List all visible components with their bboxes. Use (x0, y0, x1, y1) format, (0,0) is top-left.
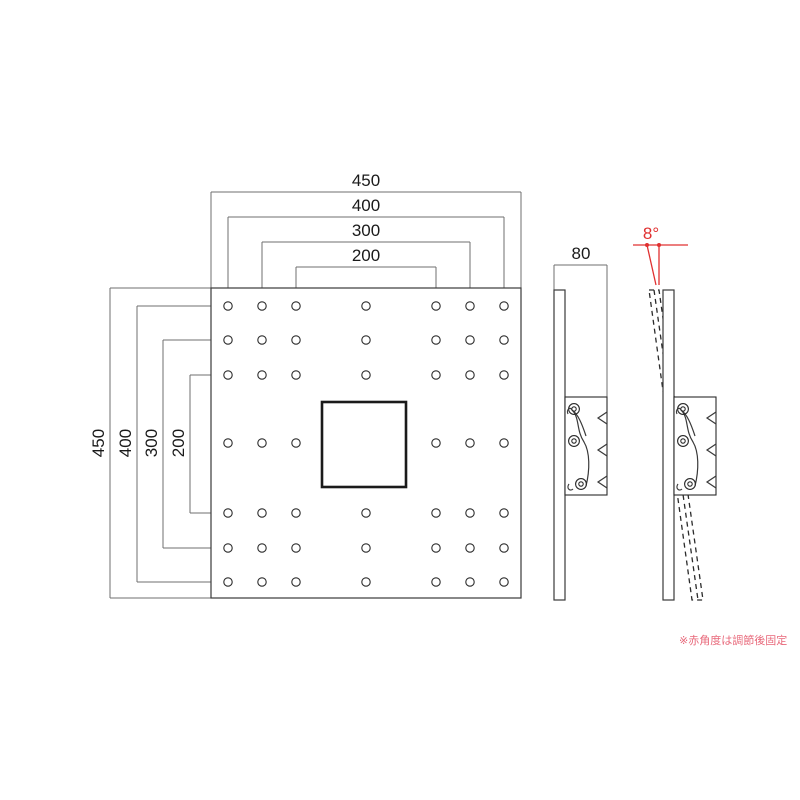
front-view: 450 400 300 200 (89, 171, 522, 599)
center-square-cutout (320, 400, 408, 489)
mounting-hole (465, 370, 475, 380)
mounting-hole (431, 508, 441, 518)
mounting-hole (431, 438, 441, 448)
tilt-bracket-assembly (673, 396, 717, 496)
dimension-300-vertical: 300 (142, 339, 228, 549)
mounting-hole (499, 438, 509, 448)
mounting-hole (431, 301, 441, 311)
mounting-hole (499, 577, 509, 587)
side-plate-bar (553, 289, 566, 601)
mounting-hole (291, 335, 301, 345)
mounting-hole (291, 438, 301, 448)
mounting-hole (257, 335, 267, 345)
mounting-hole (361, 543, 371, 553)
mounting-hole (499, 335, 509, 345)
mounting-hole (431, 335, 441, 345)
dimension-450-horizontal: 450 (210, 171, 522, 290)
dimension-450-horizontal-label: 450 (352, 171, 380, 190)
mounting-hole (361, 577, 371, 587)
mounting-hole (465, 543, 475, 553)
tilt-bracket-bolt-bottom (684, 478, 696, 490)
hole-grid (223, 301, 509, 587)
mounting-hole (291, 370, 301, 380)
mounting-hole (257, 301, 267, 311)
tilt-plate-bar (662, 289, 675, 601)
angle-8deg-label: 8° (643, 224, 659, 243)
bracket-bolt-bottom (575, 478, 587, 490)
dimension-450-vertical: 450 (89, 287, 211, 599)
mounting-hole (257, 508, 267, 518)
mounting-hole (499, 543, 509, 553)
mounting-hole (291, 508, 301, 518)
mounting-hole (361, 508, 371, 518)
dimension-80-label: 80 (572, 244, 591, 263)
mounting-hole (361, 335, 371, 345)
mounting-hole (499, 508, 509, 518)
mounting-hole (257, 577, 267, 587)
mounting-hole (291, 543, 301, 553)
mounting-hole (361, 370, 371, 380)
dimension-400-horizontal-label: 400 (352, 196, 380, 215)
dimension-300-horizontal: 300 (261, 221, 471, 290)
mounting-hole (431, 577, 441, 587)
mounting-hole (257, 370, 267, 380)
dimension-300-vertical-label: 300 (142, 429, 161, 457)
side-view: 80 (553, 244, 608, 601)
dimension-200-horizontal: 200 (295, 246, 437, 290)
mounting-hole (291, 301, 301, 311)
mounting-hole (499, 301, 509, 311)
mounting-hole (291, 577, 301, 587)
bracket-bolt-middle (568, 435, 580, 447)
mounting-hole (223, 370, 233, 380)
mounting-hole (223, 577, 233, 587)
dimension-400-vertical: 400 (116, 305, 228, 583)
mounting-hole (431, 370, 441, 380)
mounting-hole (465, 438, 475, 448)
dimension-200-vertical-label: 200 (169, 429, 188, 457)
mounting-hole (465, 577, 475, 587)
tilt-bracket-bolt-middle (677, 435, 689, 447)
dimension-400-horizontal: 400 (227, 196, 505, 290)
red-note-text: ※赤角度は調節後固定 (679, 633, 787, 647)
mounting-hole (431, 543, 441, 553)
vertical-dimension-stack: 450 400 300 200 (89, 287, 228, 599)
angle-indicator-8deg: 8° (633, 224, 688, 286)
dimension-300-horizontal-label: 300 (352, 221, 380, 240)
tilt-view: 8° (633, 224, 717, 601)
mounting-hole (223, 508, 233, 518)
horizontal-dimension-stack: 450 400 300 200 (210, 171, 522, 290)
mounting-hole (499, 370, 509, 380)
mounting-hole (465, 301, 475, 311)
mounting-hole (465, 335, 475, 345)
mounting-hole (223, 543, 233, 553)
mounting-hole (257, 543, 267, 553)
dimension-400-vertical-label: 400 (116, 429, 135, 457)
mounting-hole (361, 301, 371, 311)
mounting-hole (223, 301, 233, 311)
mounting-hole (223, 335, 233, 345)
dimension-200-horizontal-label: 200 (352, 246, 380, 265)
mounting-hole (257, 438, 267, 448)
side-bracket-assembly (564, 396, 608, 496)
dimension-450-vertical-label: 450 (89, 429, 108, 457)
mounting-hole (465, 508, 475, 518)
mounting-hole (223, 438, 233, 448)
